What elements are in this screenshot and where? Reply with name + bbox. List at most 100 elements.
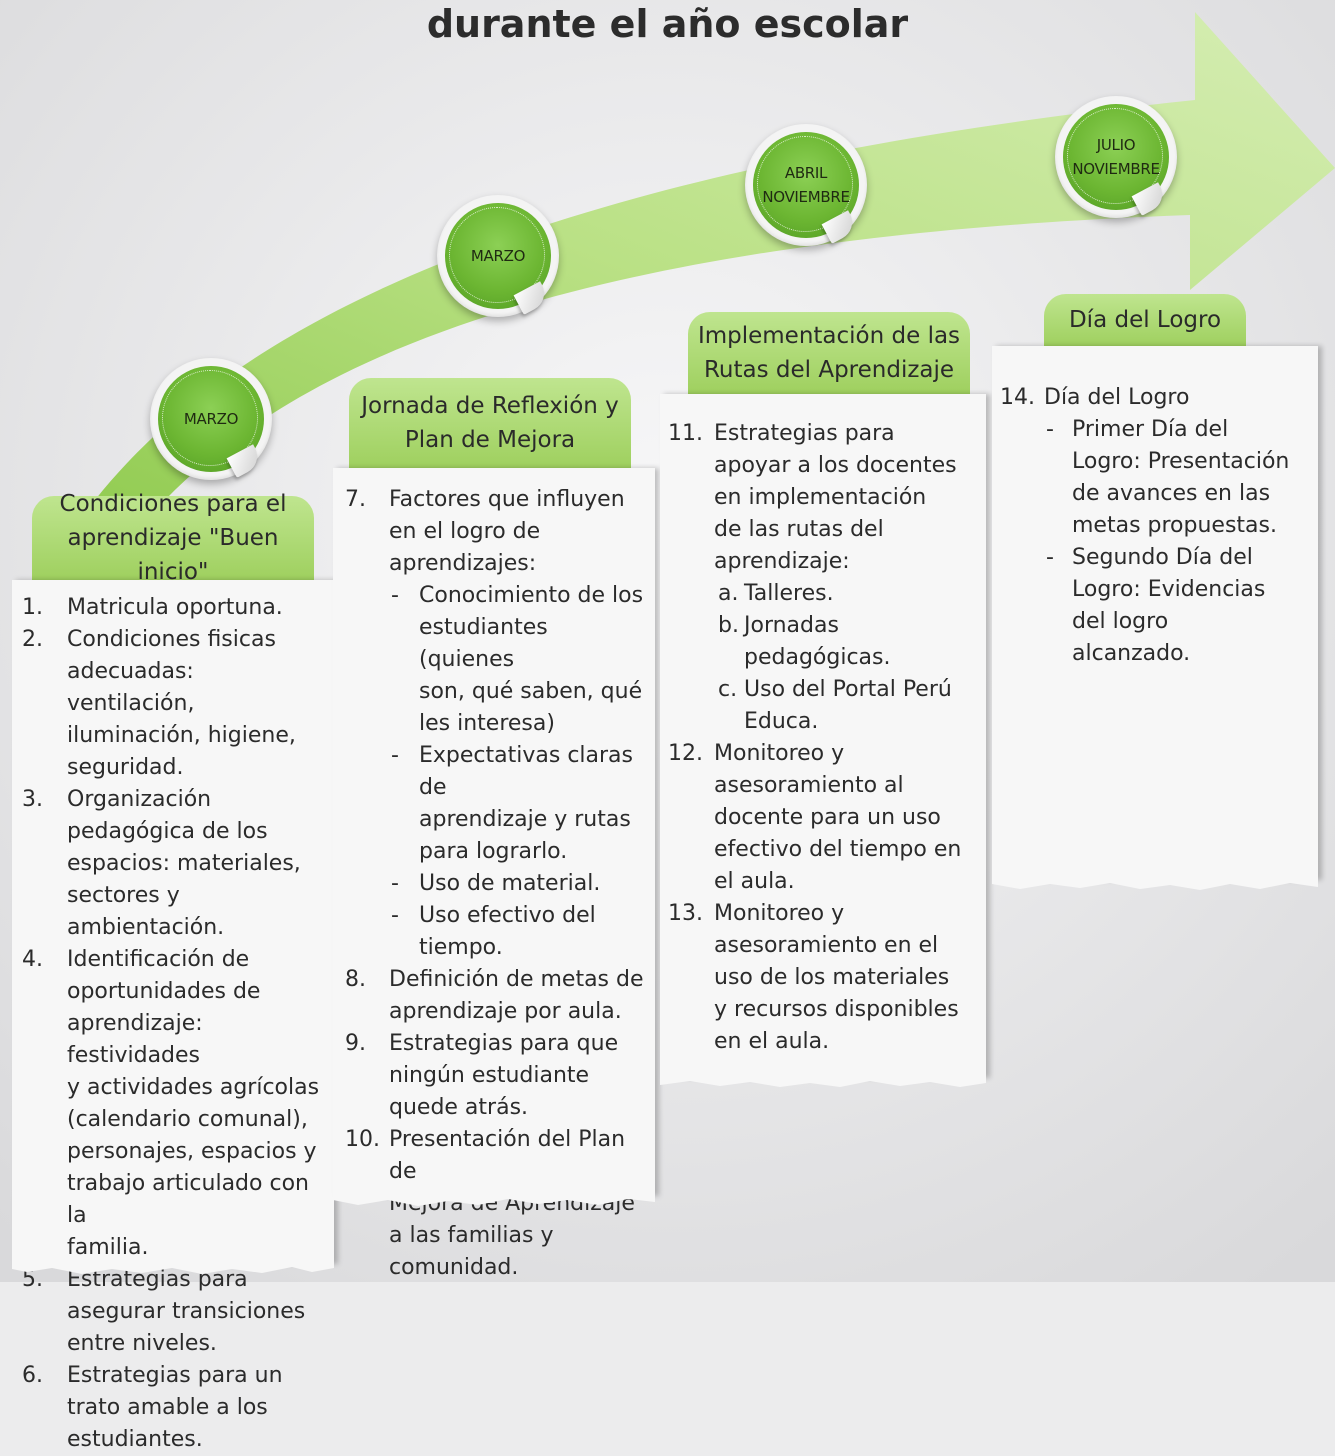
item-line: Monitoreo y	[714, 741, 845, 766]
item-number: 6.	[22, 1363, 43, 1388]
item-line: trato amable a los	[67, 1395, 268, 1420]
sub-marker: c.	[718, 677, 738, 702]
sub-item: - Primer Día del Logro: Presentación de …	[1044, 414, 1312, 542]
list-item: 7. Factores que influyen en el logro de …	[345, 484, 649, 964]
item-line: Matricula oportuna.	[67, 595, 283, 620]
item-line: Presentación del Plan de	[389, 1127, 626, 1184]
timeline-arrow	[95, 12, 1335, 500]
milestone-badge-4: JULIO NOVIEMBRE	[1055, 96, 1177, 218]
milestone-month: NOVIEMBRE	[762, 188, 850, 206]
item-line: metas propuestas.	[1072, 513, 1277, 538]
item-line: Educa.	[744, 709, 819, 734]
item-line: familia.	[67, 1235, 149, 1260]
torn-edge	[992, 874, 1318, 890]
torn-edge	[333, 1190, 655, 1206]
item-line: aprendizaje y rutas	[419, 807, 631, 832]
item-number: 3.	[22, 787, 43, 812]
list-item: 3. Organización pedagógica de los espaci…	[22, 784, 328, 944]
list-item: 6. Estrategias para un trato amable a lo…	[22, 1360, 328, 1456]
item-line: Condiciones fisicas	[67, 627, 276, 652]
item-line: docente para un uso	[714, 805, 941, 830]
item-line: comunidad.	[389, 1255, 519, 1280]
item-line: uso de los materiales	[714, 965, 950, 990]
item-line: seguridad.	[67, 755, 184, 780]
item-number: 7.	[345, 487, 366, 512]
item-line: Monitoreo y	[714, 901, 845, 926]
item-line: y recursos disponibles	[714, 997, 959, 1022]
item-line: a las familias y	[389, 1223, 554, 1248]
item-line: Día del Logro	[1044, 385, 1190, 410]
header-line: Rutas del Aprendizaje	[703, 357, 955, 383]
sub-item: a. Talleres.	[714, 578, 980, 610]
item-line: Logro: Evidencias	[1072, 577, 1266, 602]
item-line: de las rutas del	[714, 517, 884, 542]
sub-item: - Conocimiento de los estudiantes (quien…	[389, 580, 649, 740]
sub-item: - Uso efectivo del tiempo.	[389, 900, 649, 964]
sub-marker: -	[1046, 417, 1054, 442]
stage-card-1: 1. Matricula oportuna. 2. Condiciones fis…	[12, 580, 334, 1452]
item-number: 12.	[668, 741, 703, 766]
item-line: Definición de metas de	[389, 967, 644, 992]
torn-edge	[660, 1072, 986, 1087]
item-line: de avances en las	[1072, 481, 1271, 506]
item-line: Talleres.	[744, 581, 834, 606]
item-line: apoyar a los docentes	[714, 453, 957, 478]
stage-header-4: Día del Logro	[1044, 294, 1246, 346]
item-line: espacios: materiales,	[67, 851, 301, 876]
item-line: asesoramiento al	[714, 773, 904, 798]
item-line: Estrategias para	[714, 421, 895, 446]
milestone-month: NOVIEMBRE	[1072, 160, 1160, 178]
item-line: pedagógica de los	[67, 819, 268, 844]
stage-card-4: 14. Día del Logro - Primer Día del Logro…	[992, 346, 1318, 890]
item-line: sectores y ambientación.	[67, 883, 225, 940]
item-line: adecuadas: ventilación,	[67, 659, 195, 716]
sub-marker: a.	[718, 581, 739, 606]
item-line: Uso de material.	[419, 871, 601, 896]
stage-header-1: Condiciones para el aprendizaje "Buen in…	[32, 491, 314, 585]
sub-marker: -	[391, 903, 399, 928]
item-line: son, qué saben, qué	[419, 679, 643, 704]
list-item: 9. Estrategias para que ningún estudiant…	[345, 1028, 649, 1124]
item-number: 1.	[22, 595, 43, 620]
item-line: en el aula.	[714, 1029, 830, 1054]
item-line: alcanzado.	[1072, 641, 1191, 666]
item-line: Organización	[67, 787, 212, 812]
list-item: 13. Monitoreo y asesoramiento en el uso …	[668, 898, 980, 1058]
milestone-badge-2: MARZO	[437, 195, 559, 317]
item-line: aprendizaje: festividades	[67, 1011, 203, 1068]
stage-card-3: 11. Estrategias para apoyar a los docent…	[660, 394, 986, 1087]
item-line: Uso del Portal Perú	[744, 677, 952, 702]
sub-item: - Expectativas claras de aprendizaje y r…	[389, 740, 649, 868]
item-line: efectivo del tiempo en	[714, 837, 962, 862]
item-line: aprendizajes:	[389, 551, 537, 576]
torn-edge	[12, 1258, 334, 1274]
header-line: Día del Logro	[1068, 307, 1222, 333]
item-line: Uso efectivo del	[419, 903, 596, 928]
list-item: 4. Identificación de oportunidades de ap…	[22, 944, 328, 1264]
item-line: Conocimiento de los	[419, 583, 644, 608]
sub-marker: -	[391, 583, 399, 608]
list-item: 1. Matricula oportuna.	[22, 592, 328, 624]
item-number: 10.	[345, 1127, 380, 1152]
milestone-badge-3: ABRIL NOVIEMBRE	[745, 124, 867, 246]
item-line: Identificación de	[67, 947, 250, 972]
item-number: 2.	[22, 627, 43, 652]
sub-marker: -	[1046, 545, 1054, 570]
milestone-month: MARZO	[183, 410, 239, 428]
header-line: Jornada de Reflexión y	[361, 393, 619, 419]
sub-item: - Segundo Día del Logro: Evidencias del …	[1044, 542, 1312, 670]
item-line: personajes, espacios y	[67, 1139, 317, 1164]
stage-card-2: 7. Factores que influyen en el logro de …	[333, 468, 655, 1280]
item-line: Expectativas claras de	[419, 743, 633, 800]
item-line: y actividades agrícolas	[67, 1075, 320, 1100]
item-line: Factores que influyen	[389, 487, 625, 512]
item-line: asesoramiento en el	[714, 933, 939, 958]
item-line: para lograrlo.	[419, 839, 568, 864]
header-line: Plan de Mejora	[404, 427, 576, 453]
item-number: 9.	[345, 1031, 366, 1056]
sub-item: b. Jornadas pedagógicas.	[714, 610, 980, 674]
item-line: trabajo articulado con la	[67, 1171, 309, 1228]
sub-item: - Uso de material.	[389, 868, 649, 900]
milestone-month: ABRIL	[784, 164, 828, 182]
stage-header-3: Implementación de las Rutas del Aprendiz…	[688, 312, 970, 394]
